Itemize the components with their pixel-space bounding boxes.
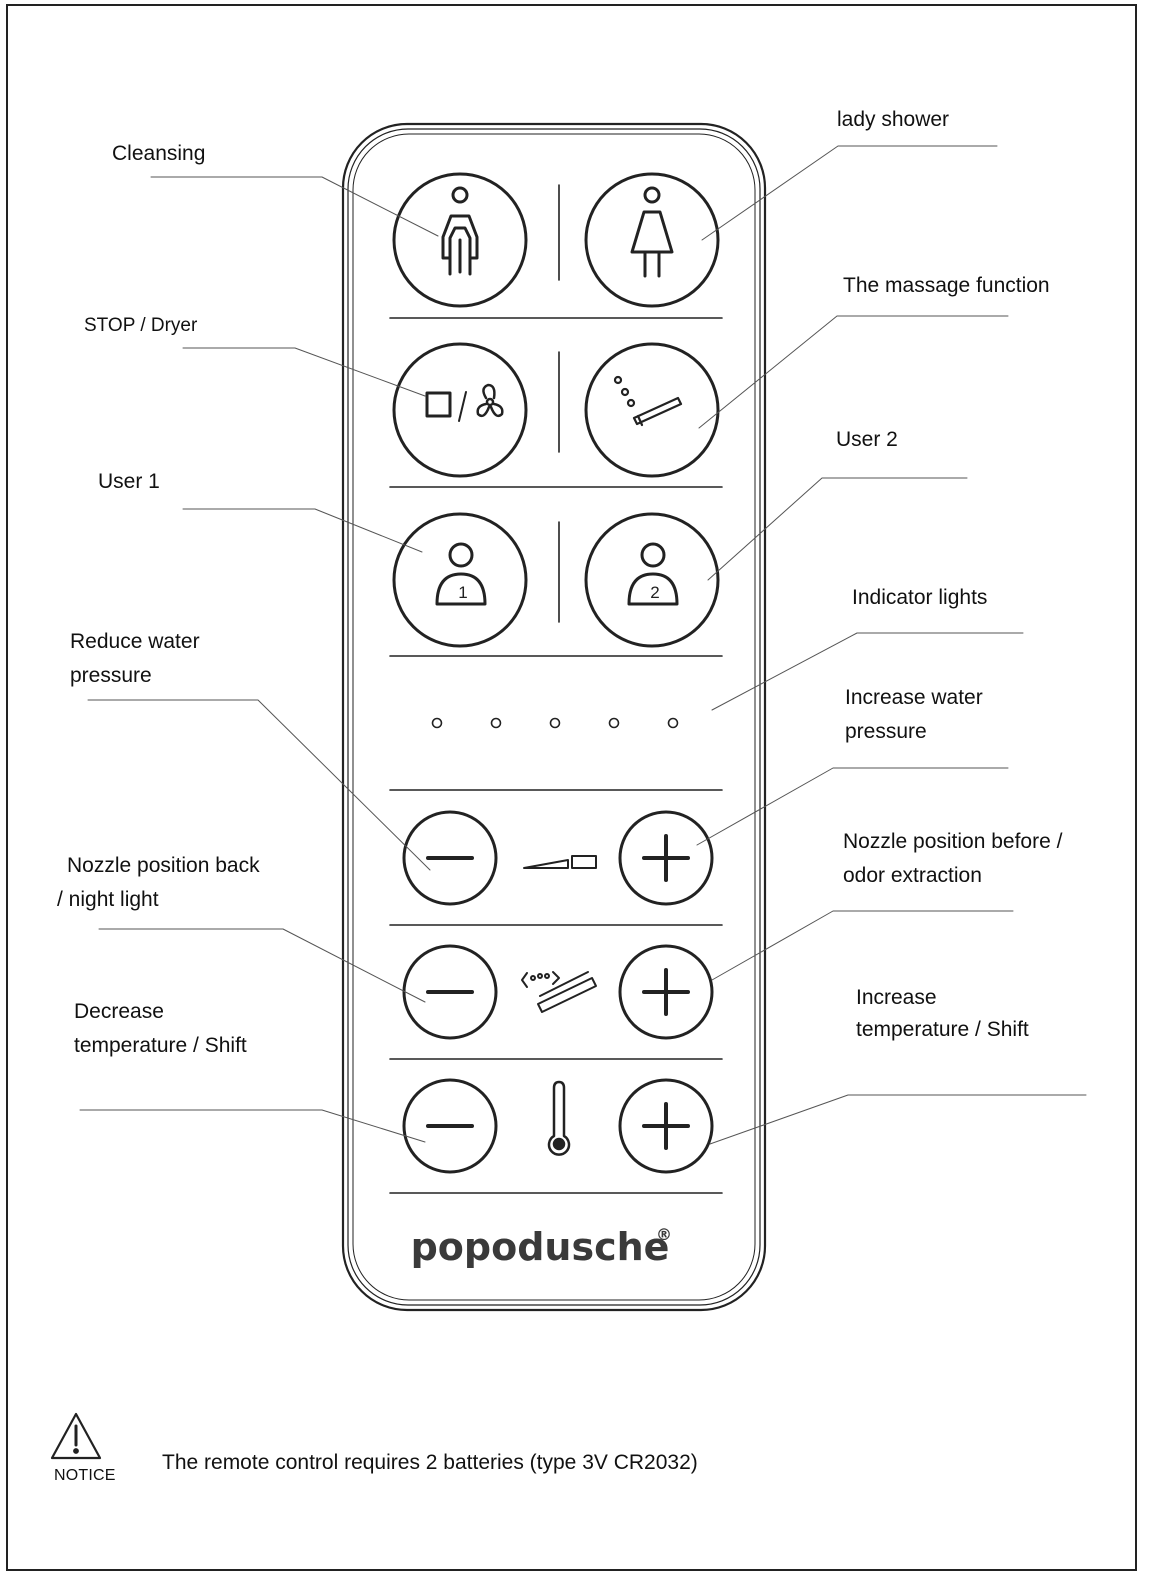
indicator-light	[431, 717, 443, 729]
indicator-light	[608, 717, 620, 729]
user2-number: 2	[650, 583, 659, 602]
leader-line	[711, 632, 1024, 711]
increase-temp-label-line1: Increase	[856, 986, 937, 1009]
lady-shower-label: lady shower	[837, 108, 950, 131]
fan-icon	[476, 383, 504, 418]
reduce-pressure-button[interactable]	[402, 810, 498, 906]
stop-icon	[425, 391, 452, 418]
reduce-pressure-label-line2: pressure	[70, 664, 152, 687]
leader-line	[709, 1094, 1087, 1145]
leader-line	[150, 176, 439, 237]
decrease-temp-button[interactable]	[402, 1078, 498, 1174]
user-icon	[435, 542, 487, 606]
indicator-lights	[431, 717, 679, 729]
increase-pressure-label-line1: Increase water	[845, 686, 983, 709]
user1-label: User 1	[98, 470, 160, 493]
nozzle-back-label-line2: / night light	[57, 888, 159, 911]
indicator-lights-label: Indicator lights	[852, 586, 988, 609]
remote-body	[341, 122, 767, 1312]
leader-line	[696, 767, 1009, 846]
section-dividers	[389, 184, 723, 1194]
leader-line	[87, 699, 431, 871]
notice-word: NOTICE	[54, 1467, 116, 1484]
user1-number: 1	[458, 583, 467, 602]
indicator-light	[667, 717, 679, 729]
increase-pressure-button[interactable]	[618, 810, 714, 906]
leader-line	[711, 910, 1014, 981]
nozzle-before-label-line2: odor extraction	[843, 864, 982, 887]
cleansing-button[interactable]	[392, 172, 528, 308]
user2-button[interactable]	[584, 512, 720, 648]
nozzle-position-icon	[521, 971, 597, 1013]
leader-line	[701, 145, 998, 241]
leader-line	[98, 928, 426, 1003]
user-icon	[627, 542, 679, 606]
page-frame	[6, 4, 1137, 1571]
brand-logo: popodusche	[411, 1225, 670, 1269]
leader-line	[182, 347, 426, 397]
lady-shower-button[interactable]	[584, 172, 720, 308]
callout-lines	[79, 145, 1087, 1145]
indicator-light	[490, 717, 502, 729]
man-icon	[441, 186, 479, 276]
massage-label: The massage function	[843, 274, 1050, 297]
nozzle-before-button[interactable]	[618, 944, 714, 1040]
notice-text: The remote control requires 2 batteries …	[162, 1451, 698, 1474]
nozzle-back-label-line1: Nozzle position back	[67, 854, 260, 877]
indicator-light	[549, 717, 561, 729]
reduce-pressure-label-line1: Reduce water	[70, 630, 200, 653]
nozzle-before-label-line1: Nozzle position before /	[843, 830, 1063, 853]
leader-line	[79, 1109, 426, 1143]
registered-mark: ®	[656, 1225, 672, 1244]
increase-temp-label-line2: temperature / Shift	[856, 1018, 1029, 1041]
warning-icon	[50, 1412, 102, 1460]
user2-label: User 2	[836, 428, 898, 451]
leader-line	[182, 508, 423, 553]
nozzle-back-button[interactable]	[402, 944, 498, 1040]
increase-temp-button[interactable]	[618, 1078, 714, 1174]
cleansing-label: Cleansing	[112, 142, 206, 165]
woman-icon	[630, 186, 674, 278]
decrease-temp-label-line2: temperature / Shift	[74, 1034, 247, 1057]
stop-dryer-button[interactable]	[392, 342, 528, 478]
leader-line	[707, 477, 968, 581]
water-jet-icon	[523, 855, 597, 869]
massage-nozzle-icon	[613, 375, 683, 427]
user1-button[interactable]	[392, 512, 528, 648]
thermometer-icon	[547, 1080, 571, 1156]
massage-button[interactable]	[584, 342, 720, 478]
stop-dryer-label: STOP / Dryer	[84, 315, 198, 336]
increase-pressure-label-line2: pressure	[845, 720, 927, 743]
leader-line	[698, 315, 1009, 429]
decrease-temp-label-line1: Decrease	[74, 1000, 164, 1023]
